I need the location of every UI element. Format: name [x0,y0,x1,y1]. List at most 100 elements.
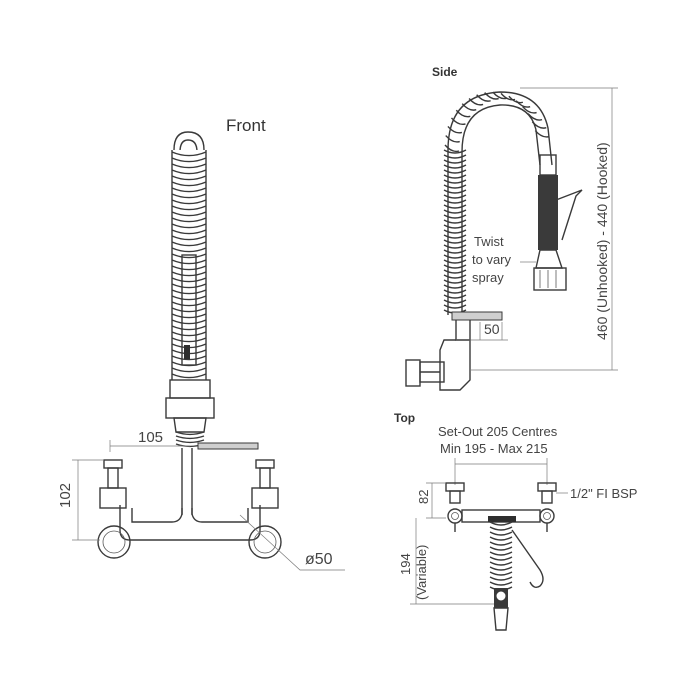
side-coil-loop [443,279,467,284]
side-coil-loop [443,209,467,214]
side-coil-loop [443,199,467,204]
spray-gun [533,154,583,291]
side-coil-loop [443,224,467,229]
top-coil-loop [489,526,513,531]
front-coil-loop [171,301,207,307]
front-coil-loop [171,313,207,319]
top-coil-loop [489,561,513,566]
front-lower-coil-loop [175,435,205,440]
side-coil-loop [443,259,467,264]
front-height-dimension: 102 [57,483,74,508]
front-coil-loop [171,277,207,283]
side-coil-loop [443,214,467,219]
twist-label-line3: spray [472,270,504,285]
front-left-tap [97,459,131,559]
side-coil-loop [468,98,484,106]
front-coil-loop [171,367,207,373]
side-coil-loop [443,154,467,159]
front-lower-coil-loop [175,431,205,436]
front-coil-loop [171,235,207,241]
side-coil-loop [443,289,467,294]
side-coil-loop [443,229,467,234]
front-coil-loop [171,307,207,313]
top-coil-loop [489,571,513,576]
twist-label-line1: Twist [474,234,504,249]
side-coil-loop [443,174,467,179]
side-coil-loop [461,103,477,111]
side-coil-loop [444,144,460,153]
side-coil-loop [484,92,499,100]
twist-label-line2: to vary [472,252,512,267]
top-right-fitting [537,482,557,532]
side-coil-loop [443,239,467,244]
side-coil-loop [531,121,547,129]
front-coil-loop [171,241,207,247]
side-coil-loop [522,106,537,114]
top-reach-dimension: 194 [398,553,413,575]
side-coil-loop [443,159,467,164]
front-coil-loop [171,163,207,169]
front-coil-loop [171,223,207,229]
side-coil-loop [445,135,460,143]
side-coil-loop [443,254,467,259]
top-view: Top Set-Out 205 Centres Min 195 - Max 21… [394,411,637,631]
side-coil-loop [447,125,463,134]
top-coil-loop [489,576,513,581]
front-diameter-dimension: ø50 [305,551,333,568]
front-coil-loop [171,181,207,187]
front-coil-loop [171,319,207,325]
setout-label-line1: Set-Out 205 Centres [438,424,558,439]
front-coil-loop [171,337,207,343]
front-view: Front [57,116,345,571]
side-coil-loop [443,269,467,274]
front-coil-loop [171,265,207,271]
top-spray-head [493,588,509,631]
front-coil-loop [171,355,207,361]
front-coil-loop [171,211,207,217]
side-coil-loop [443,244,467,249]
top-coil-loop [489,581,513,586]
side-coil-loop [450,117,466,126]
side-coil-loop [443,219,467,224]
front-coil-loop [171,247,207,253]
side-coil-loop [455,109,471,118]
top-coil-loop [489,546,513,551]
side-coil-loop [508,95,524,104]
top-reach-note: (Variable) [414,545,429,600]
front-lower-coil-loop [175,439,205,444]
front-coil-loop [171,331,207,337]
side-view-title: Side [432,65,458,79]
side-offset-dimension: 50 [484,321,500,337]
side-coil-loop [443,149,467,154]
side-coil-loop [443,169,467,174]
front-coil-loop [171,253,207,259]
front-coil-loop [171,283,207,289]
front-coil-loop [171,217,207,223]
side-coil-loop [534,130,550,138]
front-coil-loop [171,151,207,157]
side-height-dimension: 460 (Unhooked) - 440 (Hooked) [594,142,610,340]
front-right-tap [248,459,282,559]
front-coil-loop [171,169,207,175]
side-coil-loop [443,234,467,239]
side-coil-loop [443,299,467,304]
side-coil-loop [443,164,467,169]
front-coil-loop [171,289,207,295]
front-coil-loop [171,325,207,331]
side-coil-loop [443,304,467,309]
side-coil-loop [443,284,467,289]
top-spring-coil [489,521,513,591]
setout-label-line2: Min 195 - Max 215 [440,441,548,456]
front-coil-loop [171,259,207,265]
side-spring-coil [443,91,553,315]
top-left-fitting [445,482,465,532]
side-coil-loop [443,264,467,269]
side-coil-loop [443,189,467,194]
front-coil-loop [171,187,207,193]
front-coil-loop [171,229,207,235]
top-depth-dimension: 82 [416,490,431,504]
side-view: Side Twist to vary spray [405,65,618,391]
front-coil-loop [171,295,207,301]
front-view-title: Front [226,116,266,135]
